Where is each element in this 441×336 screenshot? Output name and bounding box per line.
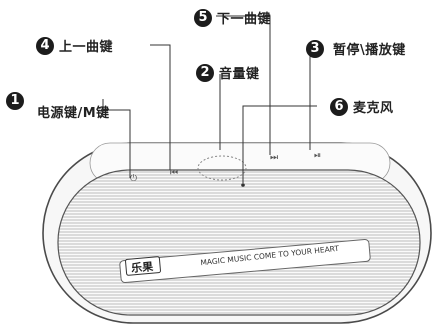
callout-next: 5 下一曲键 [194,8,271,27]
callout-label: 电源键/M键 [37,106,110,121]
callout-prev: 4 上一曲键 [36,36,113,55]
callout-number: 5 [194,8,212,27]
callout-label: 暂停\播放键 [333,43,406,58]
leader-line-6 [242,105,317,183]
callout-number: 4 [36,36,54,55]
callout-microphone: 6 麦克风 [330,97,394,116]
callout-label: 下一曲键 [217,12,272,27]
volume-ring[interactable] [197,155,247,181]
callout-volume: 2 音量键 [196,63,260,82]
callout-number: 6 [330,97,348,116]
callout-number: 1 [6,91,24,110]
callout-label: 麦克风 [353,101,394,116]
callout-power: 1 电源键/M键 [6,80,110,121]
leader-line-1 [102,99,131,178]
leader-lines [102,15,317,183]
play-pause-button[interactable]: ⏯ [314,151,321,161]
prev-button[interactable]: ⏮ [170,168,178,178]
microphone-hole [241,183,245,187]
callout-label: 上一曲键 [59,40,114,55]
power-button[interactable]: ⏻ [130,173,137,184]
next-button[interactable]: ⏭ [270,153,278,163]
leader-line-5 [216,15,271,155]
leader-line-4 [150,44,171,170]
callout-label: 音量键 [219,67,260,82]
callout-number: 2 [196,63,214,82]
callout-play-pause: 3 暂停\播放键 [306,39,406,58]
callout-number: 3 [306,39,324,58]
grille-banner [119,238,371,284]
logo-box [125,256,161,276]
brand-logo: 乐果 [131,259,154,275]
